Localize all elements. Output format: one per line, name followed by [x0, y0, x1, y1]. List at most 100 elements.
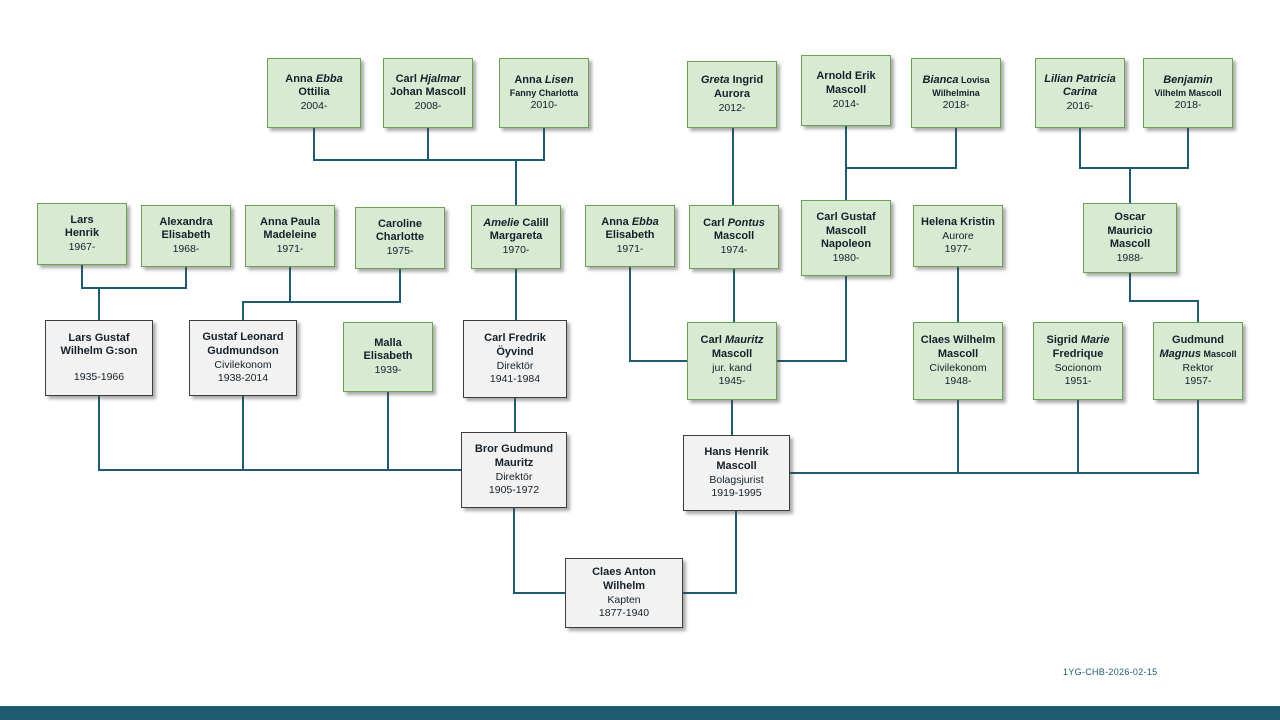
person-name: Gudmundson [207, 344, 279, 357]
footer-bar [0, 706, 1280, 720]
connector-line [289, 266, 291, 303]
person-dates: 1945- [718, 374, 746, 387]
person-name: Anna Ebba [601, 215, 659, 228]
person-occupation: Socionom [1054, 361, 1102, 374]
chart-reference-code: 1YG-CHB-2026-02-15 [1063, 667, 1158, 677]
person-name: Aurore [942, 229, 974, 242]
person-name: Mascoll [1109, 238, 1151, 251]
person-dates: 1935-1966 [73, 371, 125, 384]
person-name: Helena Kristin [921, 216, 995, 228]
person-name: Wilhelmina [932, 87, 980, 98]
connector-line [733, 268, 735, 323]
person-occupation: jur. kand [712, 361, 752, 374]
person-name: Mascoll [937, 347, 979, 360]
person-name: Anna Lisen [514, 73, 574, 86]
person-name: Gudmund [1172, 334, 1224, 347]
person-name: Amelie Calill [483, 216, 549, 229]
person-name: Oscar [1114, 210, 1146, 223]
person-name: Ottilia [298, 86, 330, 99]
connector-line [731, 399, 733, 436]
connector-line [514, 397, 516, 433]
person-name: Carl Mauritz [700, 334, 764, 347]
person-occupation: Civilekonom [929, 361, 987, 374]
person-dates: 1975- [386, 245, 414, 258]
person-name: Caroline [377, 217, 422, 230]
person-occupation: Bolagsjurist [709, 473, 764, 486]
person-name: Mascoll [825, 83, 867, 96]
connector-line [1197, 300, 1199, 323]
connector-line [957, 399, 959, 474]
person-name: Charlotte [375, 231, 425, 244]
person-dates: 1970- [502, 244, 530, 257]
connector-line [81, 287, 187, 289]
connector-line [1079, 127, 1081, 169]
person-occupation: Rektor [1182, 361, 1214, 374]
connector-line [845, 125, 847, 201]
person-name: Bror Gudmund [474, 443, 554, 456]
person-name: Lars Gustaf [68, 331, 130, 344]
person-name: Anna Ebba [285, 72, 343, 85]
person-name: Magnus Mascoll [1159, 347, 1237, 360]
person-dates: 2014- [832, 97, 860, 110]
person-name: Lars [70, 213, 94, 226]
connector-line [1187, 127, 1189, 169]
connector-line [1079, 167, 1189, 169]
person-name: Gustaf Leonard [202, 331, 284, 344]
person-dates: 2008- [414, 100, 442, 113]
person-dates: 1988- [1116, 252, 1144, 265]
person-name: Bianca Lovisa [922, 73, 990, 86]
connector-line [513, 592, 566, 594]
connector-line [1129, 300, 1199, 302]
person-dates: 1951- [1064, 374, 1092, 387]
connector-line [1197, 399, 1199, 474]
connector-line [682, 592, 737, 594]
person-occupation: Direktör [496, 359, 534, 372]
connector-line [1077, 399, 1079, 474]
person-name: Arnold Erik [816, 70, 876, 83]
connector-line [427, 127, 429, 161]
person-name: Mascoll [716, 459, 757, 472]
connector-line [1129, 272, 1131, 302]
connector-line [543, 127, 545, 161]
person-dates: 2016- [1066, 100, 1094, 113]
person-name: Wilhelm G:son [60, 345, 138, 358]
person-name: Claes Wilhelm [920, 334, 996, 347]
connector-line [629, 360, 688, 362]
person-dates: 2018- [942, 98, 970, 111]
person-occupation: Kapten [607, 593, 641, 606]
person-dates: 1974- [720, 244, 748, 257]
person-dates: 1877-1940 [598, 606, 650, 619]
connector-line [387, 391, 389, 471]
person-dates: 2018- [1174, 98, 1202, 111]
person-name: Henrik [64, 227, 100, 240]
